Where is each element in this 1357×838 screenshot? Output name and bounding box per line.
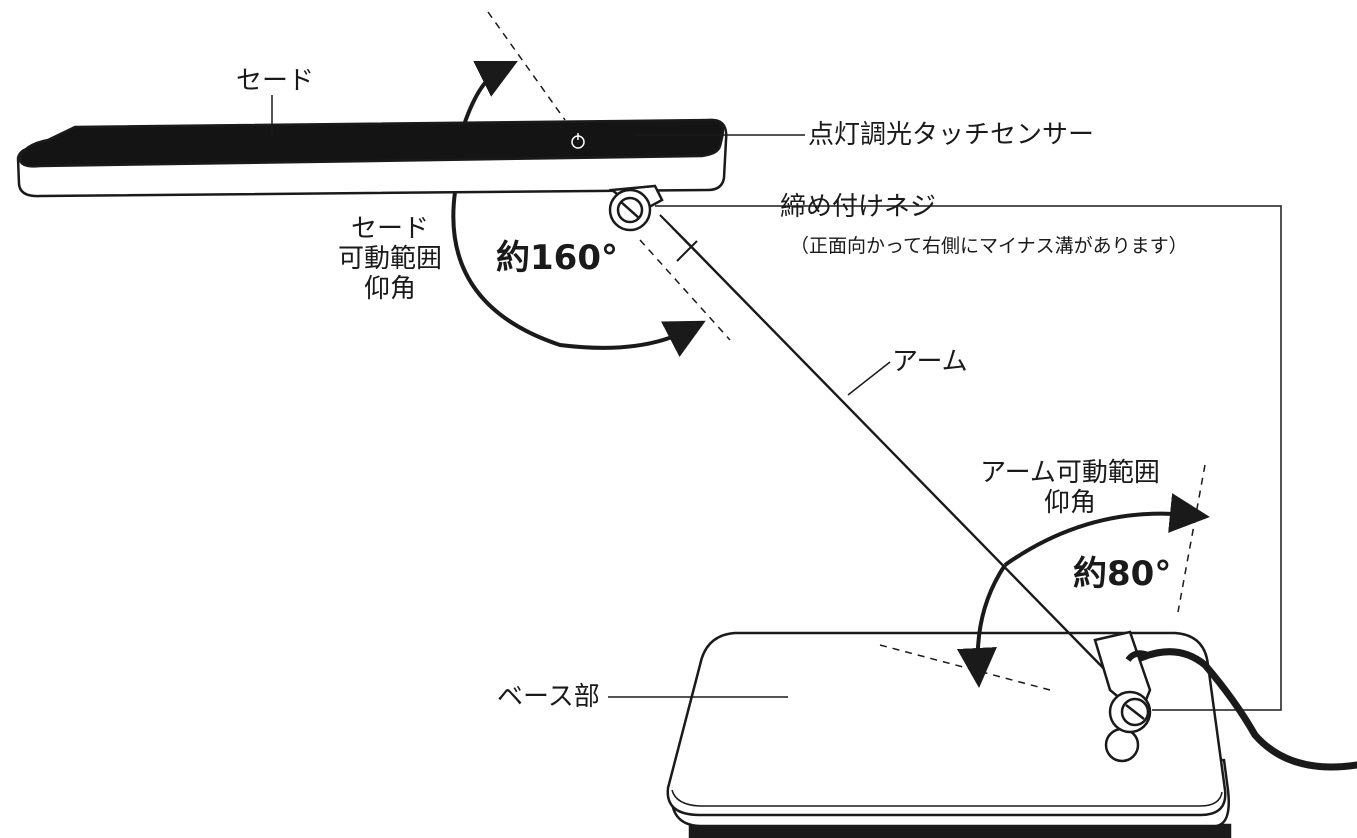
- arm-range-label: アーム可動範囲 仰角: [970, 458, 1170, 518]
- arm-angle-arc-lower: [956, 563, 1007, 688]
- power-cord: [1128, 648, 1357, 771]
- arm-angle-value: 約80°: [1073, 554, 1172, 594]
- shade-range-label: セード 可動範囲 仰角: [325, 214, 455, 304]
- shade-angle-value: 約160°: [496, 238, 618, 278]
- shade-joint: [608, 184, 664, 232]
- screw-note: （正面向かって右側にマイナス溝があります）: [790, 235, 1188, 257]
- base-plate: [666, 631, 1232, 838]
- shade-angle-arc: [463, 61, 518, 123]
- arm-label: アーム: [892, 347, 968, 377]
- shade-range-line2: 可動範囲: [337, 244, 442, 274]
- base-label: ベース部: [497, 682, 600, 712]
- shade-range-line1: セード: [350, 214, 429, 244]
- arm-range-line1: アーム可動範囲: [980, 458, 1160, 488]
- arm-angle-arc: [1003, 493, 1210, 567]
- arm: [659, 214, 1126, 691]
- screw-label: 締め付けネジ: [780, 192, 937, 222]
- touch-sensor-label: 点灯調光タッチセンサー: [808, 120, 1095, 150]
- shade-range-line3: 仰角: [363, 274, 416, 304]
- arm-range-line2: 仰角: [1043, 488, 1096, 518]
- shade: [16, 118, 728, 198]
- arm-base-joint: [1093, 630, 1152, 763]
- reference-lines: [487, 11, 1206, 691]
- shade-label: セード: [236, 66, 315, 96]
- shade-angle-arc-lower: [451, 191, 706, 357]
- leader-lines: [271, 95, 1282, 711]
